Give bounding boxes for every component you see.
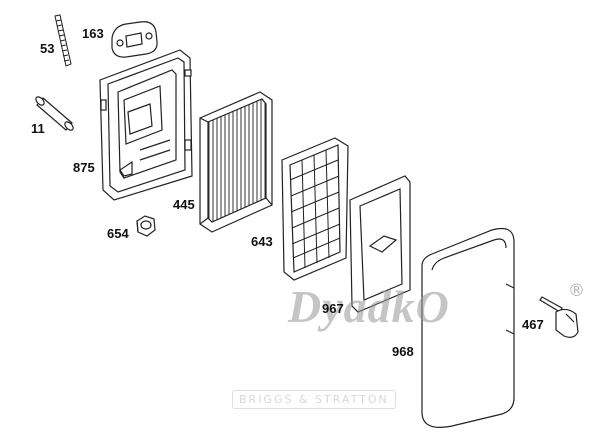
part-number-tube: 11: [31, 121, 45, 136]
part-number-gasket: 163: [82, 26, 104, 41]
nut-part: [136, 215, 156, 237]
pre-cleaner-part: [281, 137, 349, 281]
knob-part: [539, 296, 579, 338]
part-number-cover: 968: [392, 344, 414, 359]
brand-stamp: BRIGGS & STRATTON: [232, 390, 396, 409]
watermark: DyadkO: [288, 281, 450, 332]
part-number-stud: 53: [40, 41, 55, 56]
registered-mark: ®: [568, 281, 585, 301]
gasket-part: [111, 21, 158, 58]
part-number-knob: 467: [522, 317, 544, 332]
cover-part: [421, 227, 515, 428]
part-number-nut: 654: [107, 226, 129, 241]
part-number-cartridge: 445: [173, 197, 195, 212]
base-part: [99, 49, 193, 201]
part-number-base: 875: [73, 160, 95, 175]
tube-part: [35, 96, 74, 131]
stud-part: [54, 14, 72, 67]
part-number-pre-cleaner: 643: [251, 234, 273, 249]
screen-part: [349, 175, 411, 313]
cartridge-part: [199, 91, 273, 233]
part-number-screen: 967: [322, 301, 344, 316]
